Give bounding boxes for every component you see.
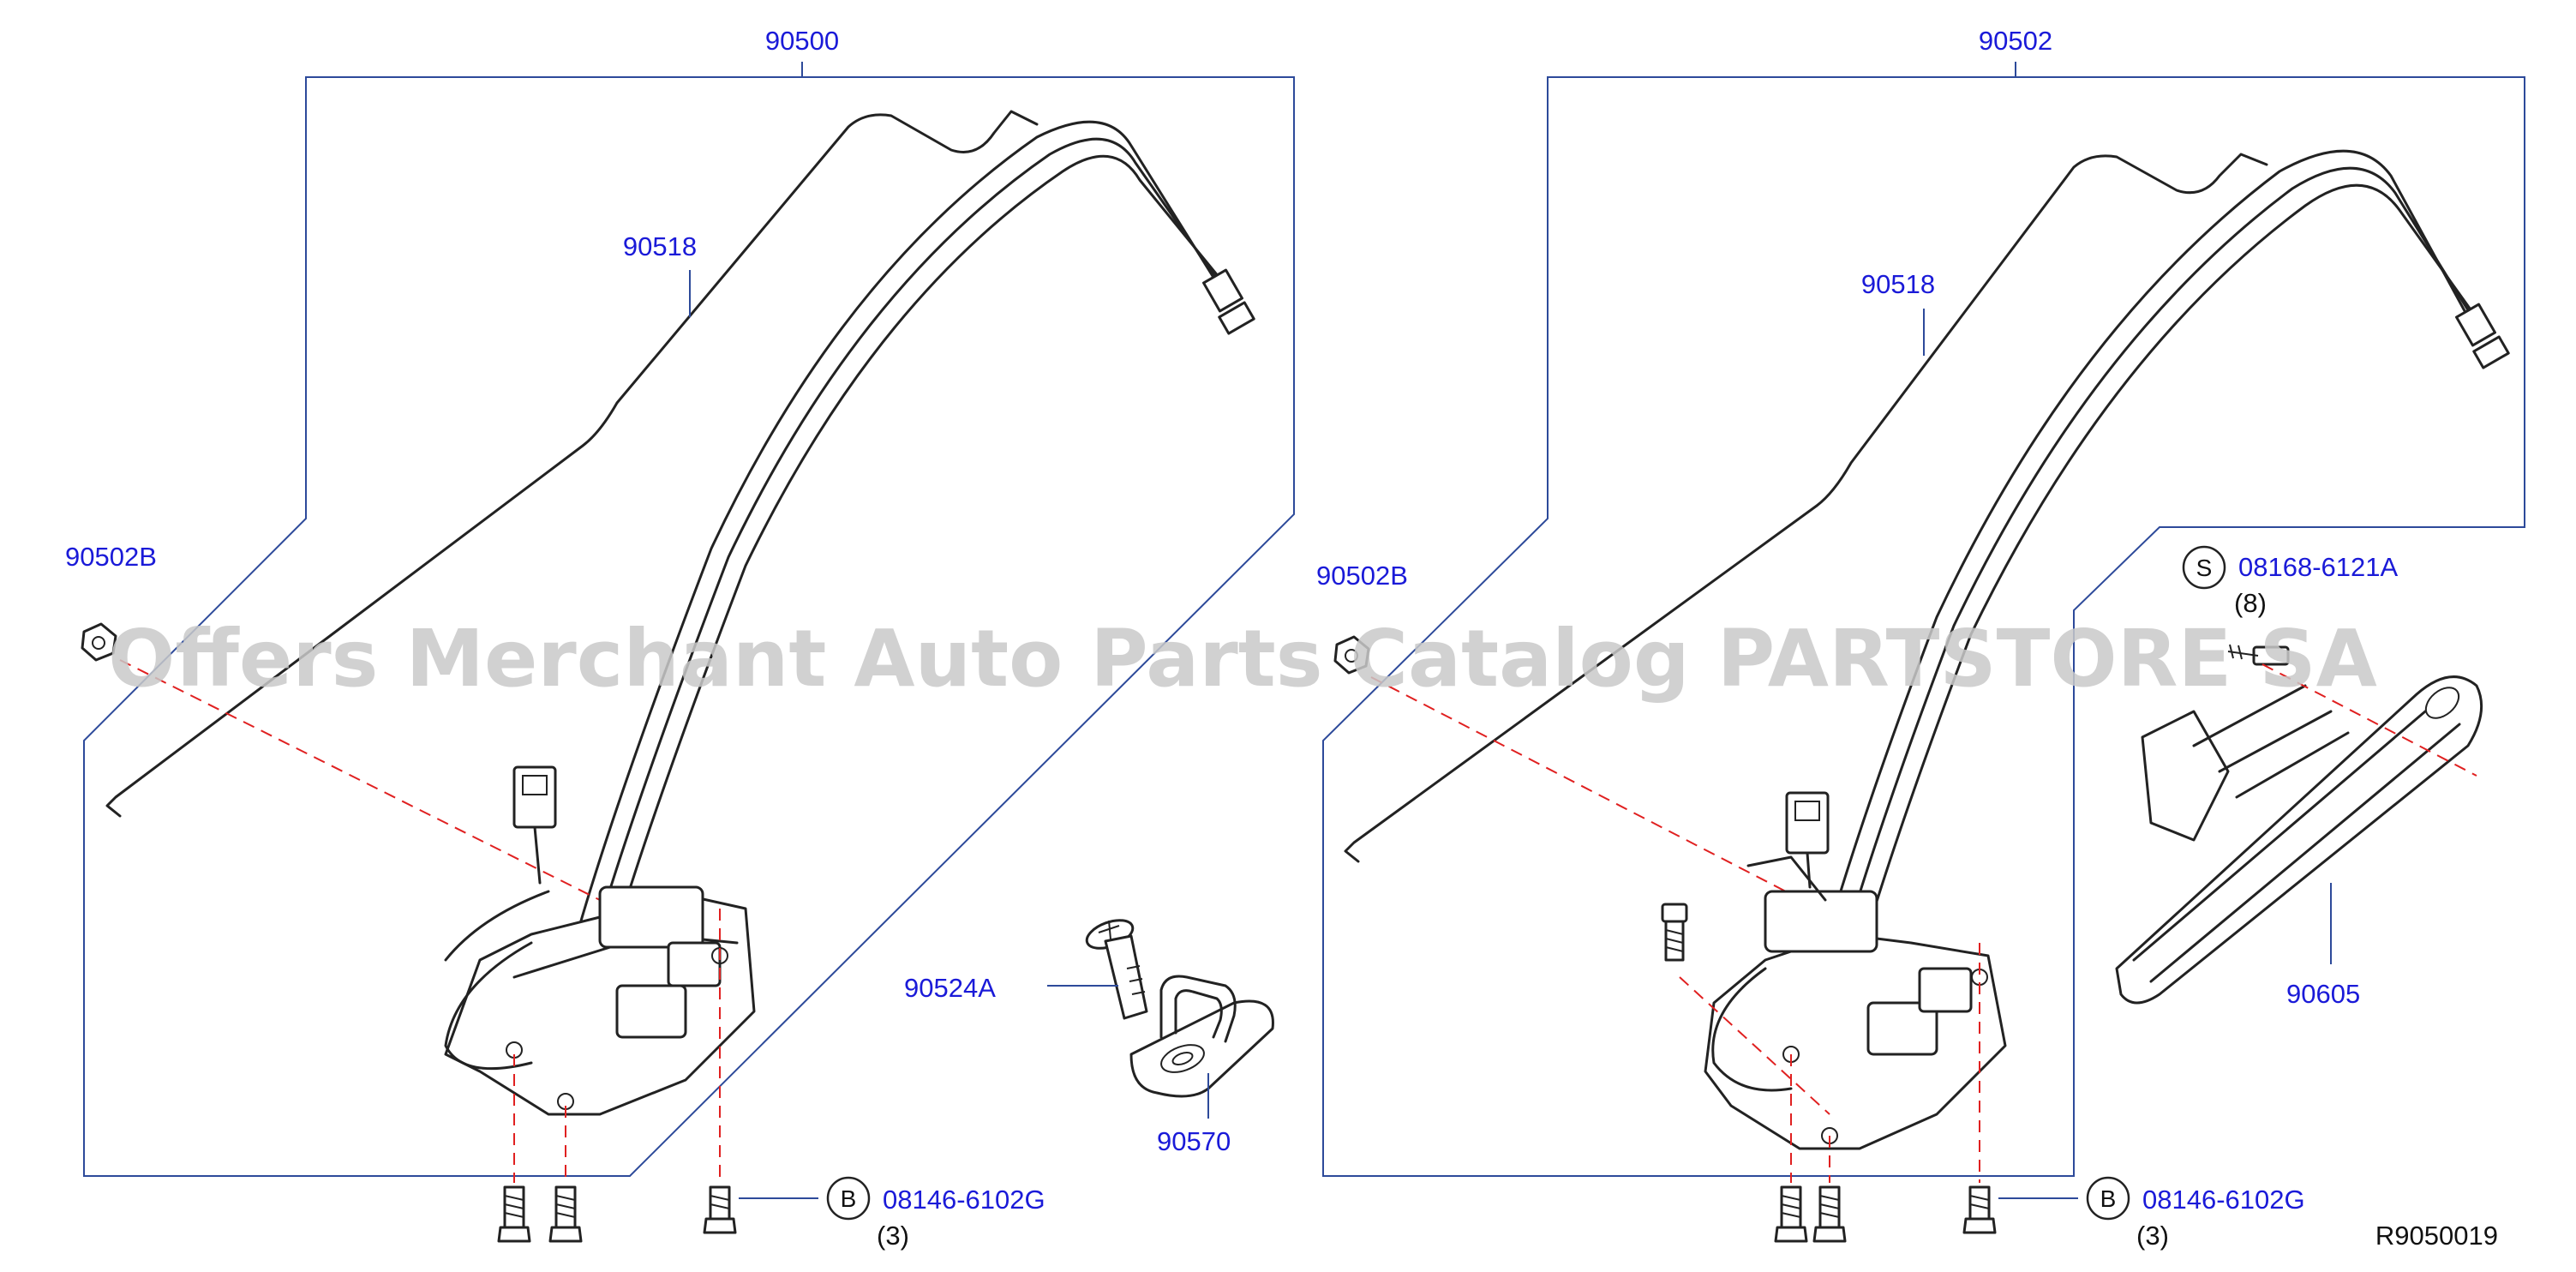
left-bolt-symbol-circle <box>826 1176 871 1221</box>
striker-bolt-label: 90524A <box>904 973 996 1003</box>
right-callouts: 90502 90518 90502B S 08168-6121A (8) 906… <box>1316 26 2398 1251</box>
right-bolt-c <box>1962 1185 1997 1234</box>
striker-bolt-90524a <box>1085 919 1148 1020</box>
right-bolt-label: 08146-6102G <box>2142 1185 2305 1215</box>
striker-group <box>1047 919 1274 1119</box>
watermark: Offers Merchant Auto Parts Catalog PARTS… <box>108 613 2377 705</box>
left-bolt-a <box>497 1185 531 1243</box>
right-bolt-symbol: B <box>2100 1185 2117 1212</box>
right-latch-assembly <box>1661 791 2007 1150</box>
right-screw-qty: (8) <box>2234 588 2267 618</box>
left-bolt-b <box>548 1185 583 1243</box>
middle-callouts: 90524A 90570 <box>904 973 1231 1156</box>
left-rod-90518 <box>105 110 1039 818</box>
right-screw-label: 08168-6121A <box>2238 552 2398 582</box>
left-bolt-qty: (3) <box>877 1221 909 1251</box>
left-bolt-symbol: B <box>841 1185 857 1212</box>
diagram-id: R9050019 <box>2375 1221 2498 1251</box>
striker-90570 <box>1129 975 1274 1098</box>
right-clip-90502b <box>1333 635 1370 675</box>
left-bolt-label: 08146-6102G <box>883 1185 1045 1215</box>
right-screw-symbol: S <box>2196 555 2213 581</box>
right-assembly-frame <box>1322 76 2525 1177</box>
right-screw-symbol-circle <box>2182 545 2226 590</box>
right-rod-90518 <box>1344 153 2268 863</box>
left-latch-assembly <box>444 765 756 1116</box>
left-assembly-label: 90500 <box>765 26 839 56</box>
right-assembly-label: 90502 <box>1979 26 2052 56</box>
right-bolt-b <box>1812 1185 1847 1243</box>
striker-label: 90570 <box>1157 1126 1231 1156</box>
right-cable <box>1806 149 2510 1023</box>
right-clip-label: 90502B <box>1316 561 1408 591</box>
right-bolt-a <box>1774 1185 1808 1243</box>
left-cable <box>564 120 1255 993</box>
left-rod-label: 90518 <box>623 231 697 261</box>
left-assembly-frame <box>83 76 1295 1177</box>
left-assembly-group <box>81 62 1295 1243</box>
left-clip-label: 90502B <box>65 542 157 572</box>
left-bolt-c <box>703 1185 737 1234</box>
right-assembly-group <box>1322 62 2525 1243</box>
left-clip-centerline <box>119 659 652 927</box>
right-bolt-symbol-circle <box>2086 1176 2130 1221</box>
right-bolt-qty: (3) <box>2136 1221 2169 1251</box>
left-callouts: 90500 90518 90502B B 08146-6102G (3) <box>65 26 1045 1251</box>
handle-label: 90605 <box>2286 979 2360 1009</box>
left-clip-90502b <box>81 622 117 662</box>
handle-90605 <box>2115 644 2483 1005</box>
right-rod-label: 90518 <box>1861 269 1935 299</box>
